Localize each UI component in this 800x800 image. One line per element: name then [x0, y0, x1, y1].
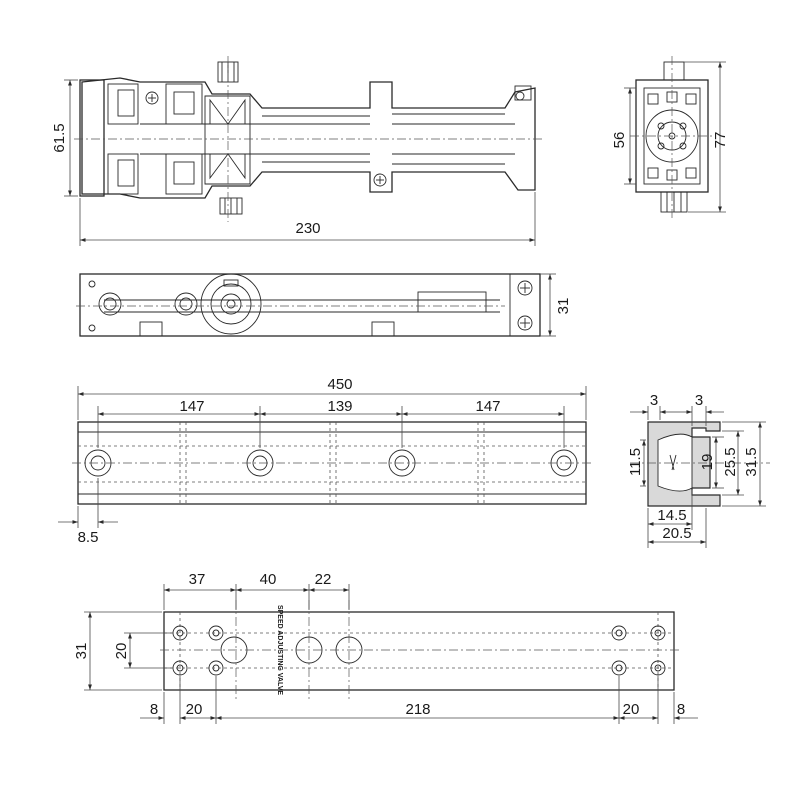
- dim-label-25-5: 25.5: [722, 447, 739, 476]
- dim-top-height: 61.5: [51, 79, 78, 197]
- profile-section: 3 3 11.5 19 25.5 31.5 14.5: [627, 392, 770, 548]
- dim-side-height: 31: [540, 273, 572, 337]
- side-view: 31: [76, 273, 572, 337]
- dim-plate-total: 450: [77, 376, 587, 420]
- dim-label-22: 22: [315, 571, 332, 588]
- end-view: 56 77: [611, 56, 729, 218]
- dim-label-230: 230: [295, 220, 320, 237]
- dim-top-length: 230: [79, 192, 536, 246]
- dim-template-heights: 31 20: [73, 611, 172, 691]
- dim-label-56: 56: [611, 132, 628, 149]
- dim-label-450: 450: [327, 376, 352, 393]
- dim-label-11-5: 11.5: [627, 448, 644, 476]
- dim-label-20-5: 20.5: [662, 525, 691, 542]
- dim-end-inner: 56: [611, 87, 636, 185]
- mounting-template: SPEED ADJUSTING VALVE 37 40 22 31 20: [73, 571, 698, 724]
- dim-profile-widths: 14.5 20.5: [647, 490, 707, 548]
- dim-label-8-bl: 8: [150, 701, 158, 718]
- dim-label-8-br: 8: [677, 701, 685, 718]
- top-view: 61.5 230: [51, 56, 545, 246]
- dim-label-20-bl: 20: [186, 701, 203, 718]
- dim-label-31-5: 31.5: [743, 447, 760, 476]
- dim-label-31-side: 31: [555, 298, 572, 315]
- dim-plate-segments: 147 139 147: [97, 398, 565, 448]
- mounting-plate: 450 147 139 147 8.5: [58, 376, 592, 546]
- dim-template-top: 37 40 22: [163, 571, 350, 610]
- dim-label-20-template: 20: [113, 643, 130, 660]
- dim-end-outer: 77: [684, 61, 729, 213]
- dim-label-14-5: 14.5: [657, 507, 686, 524]
- dim-label-3-left: 3: [650, 392, 658, 409]
- dim-label-147-left: 147: [179, 398, 204, 415]
- dim-profile-top: 3 3: [630, 392, 724, 426]
- dim-label-3-right: 3: [695, 392, 703, 409]
- dim-label-31-template: 31: [73, 643, 90, 660]
- dim-label-77: 77: [712, 132, 729, 149]
- dim-template-bottom: 8 20 218 20 8: [140, 676, 698, 724]
- dim-label-139: 139: [327, 398, 352, 415]
- dim-label-19: 19: [699, 454, 716, 471]
- dim-label-37: 37: [189, 571, 206, 588]
- dim-label-147-right: 147: [475, 398, 500, 415]
- dim-plate-edge: 8.5: [58, 478, 118, 546]
- dim-label-61-5: 61.5: [51, 123, 68, 152]
- dim-label-20-br: 20: [623, 701, 640, 718]
- dim-label-40: 40: [260, 571, 277, 588]
- dim-label-218: 218: [405, 701, 430, 718]
- dim-profile-heights: 11.5 19 25.5 31.5: [627, 421, 766, 507]
- dim-label-8-5: 8.5: [78, 529, 99, 546]
